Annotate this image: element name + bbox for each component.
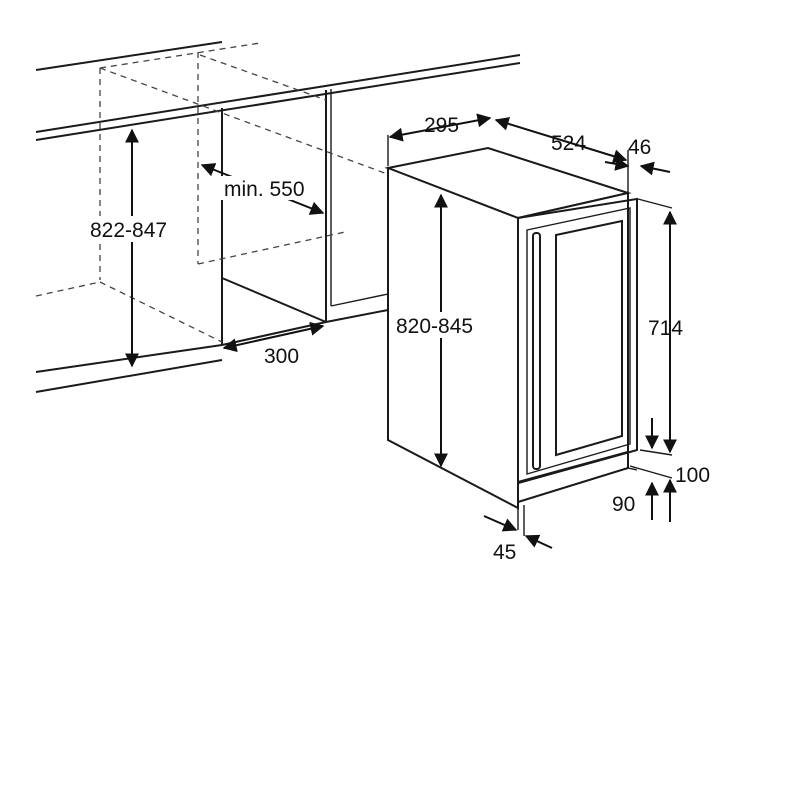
label-300: 300 [264,345,299,368]
label-46: 46 [628,136,651,159]
label-90: 90 [612,493,635,516]
label-min-550: min. 550 [224,178,305,201]
label-100: 100 [675,464,710,487]
cabinet-outline [35,41,521,393]
label-820-845: 820-845 [396,315,473,338]
label-45: 45 [493,541,516,564]
dimension-labels: 822-847 min. 550 300 295 524 46 820-845 … [90,114,710,564]
label-822-847: 822-847 [90,219,167,242]
dimension-lines [125,113,677,549]
label-524: 524 [551,132,586,155]
hidden-lines [35,42,391,343]
label-714: 714 [648,317,683,340]
label-295: 295 [424,114,459,137]
